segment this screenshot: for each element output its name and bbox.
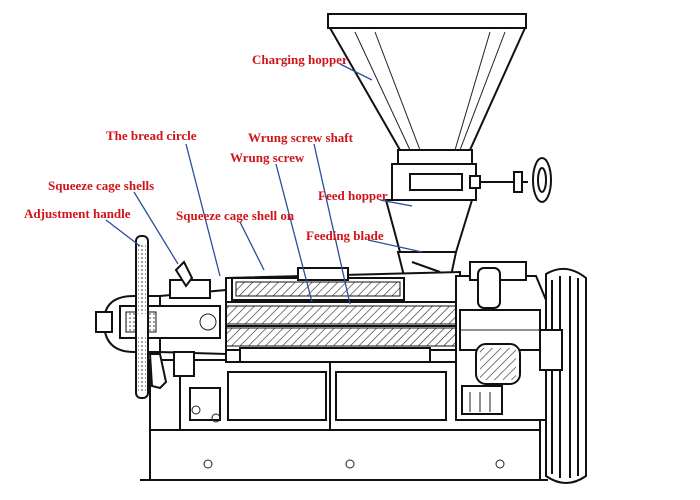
label-wrung-screw-shaft: Wrung screw shaft	[248, 130, 354, 145]
label-adjustment-handle: Adjustment handle	[24, 206, 131, 221]
charging-hopper-drawing	[327, 13, 527, 165]
label-feeding-blade: Feeding blade	[306, 228, 384, 243]
label-charging-hopper: Charging hopper	[252, 52, 348, 67]
drive-pulley-drawing	[539, 267, 587, 484]
label-bread-circle: The bread circle	[106, 128, 197, 143]
leader-squeeze-cage-shells	[133, 191, 179, 265]
gearbox-drawing	[455, 261, 547, 421]
leader-charging-hopper	[339, 63, 373, 81]
leader-squeeze-cage-shell-on	[239, 221, 265, 271]
label-squeeze-cage-shell-on: Squeeze cage shell on	[176, 208, 295, 223]
leader-feed-hopper	[379, 199, 413, 207]
leader-adjustment-handle	[105, 219, 141, 247]
feed-control-shaft-drawing	[391, 157, 552, 203]
part-labels: Charging hopper The bread circle Wrung s…	[24, 52, 388, 243]
leader-lines	[105, 63, 423, 305]
label-feed-hopper: Feed hopper	[318, 188, 388, 203]
leader-wrung-screw-shaft	[313, 143, 351, 305]
adjustment-handle-drawing	[135, 235, 194, 399]
label-wrung-screw: Wrung screw	[230, 150, 305, 165]
label-squeeze-cage-shells: Squeeze cage shells	[48, 178, 154, 193]
leader-wrung-screw	[275, 163, 313, 303]
leader-feeding-blade	[367, 239, 423, 253]
press-barrel-drawing	[219, 267, 461, 363]
frame-base-drawing	[140, 359, 548, 481]
leader-bread-circle	[185, 143, 221, 277]
